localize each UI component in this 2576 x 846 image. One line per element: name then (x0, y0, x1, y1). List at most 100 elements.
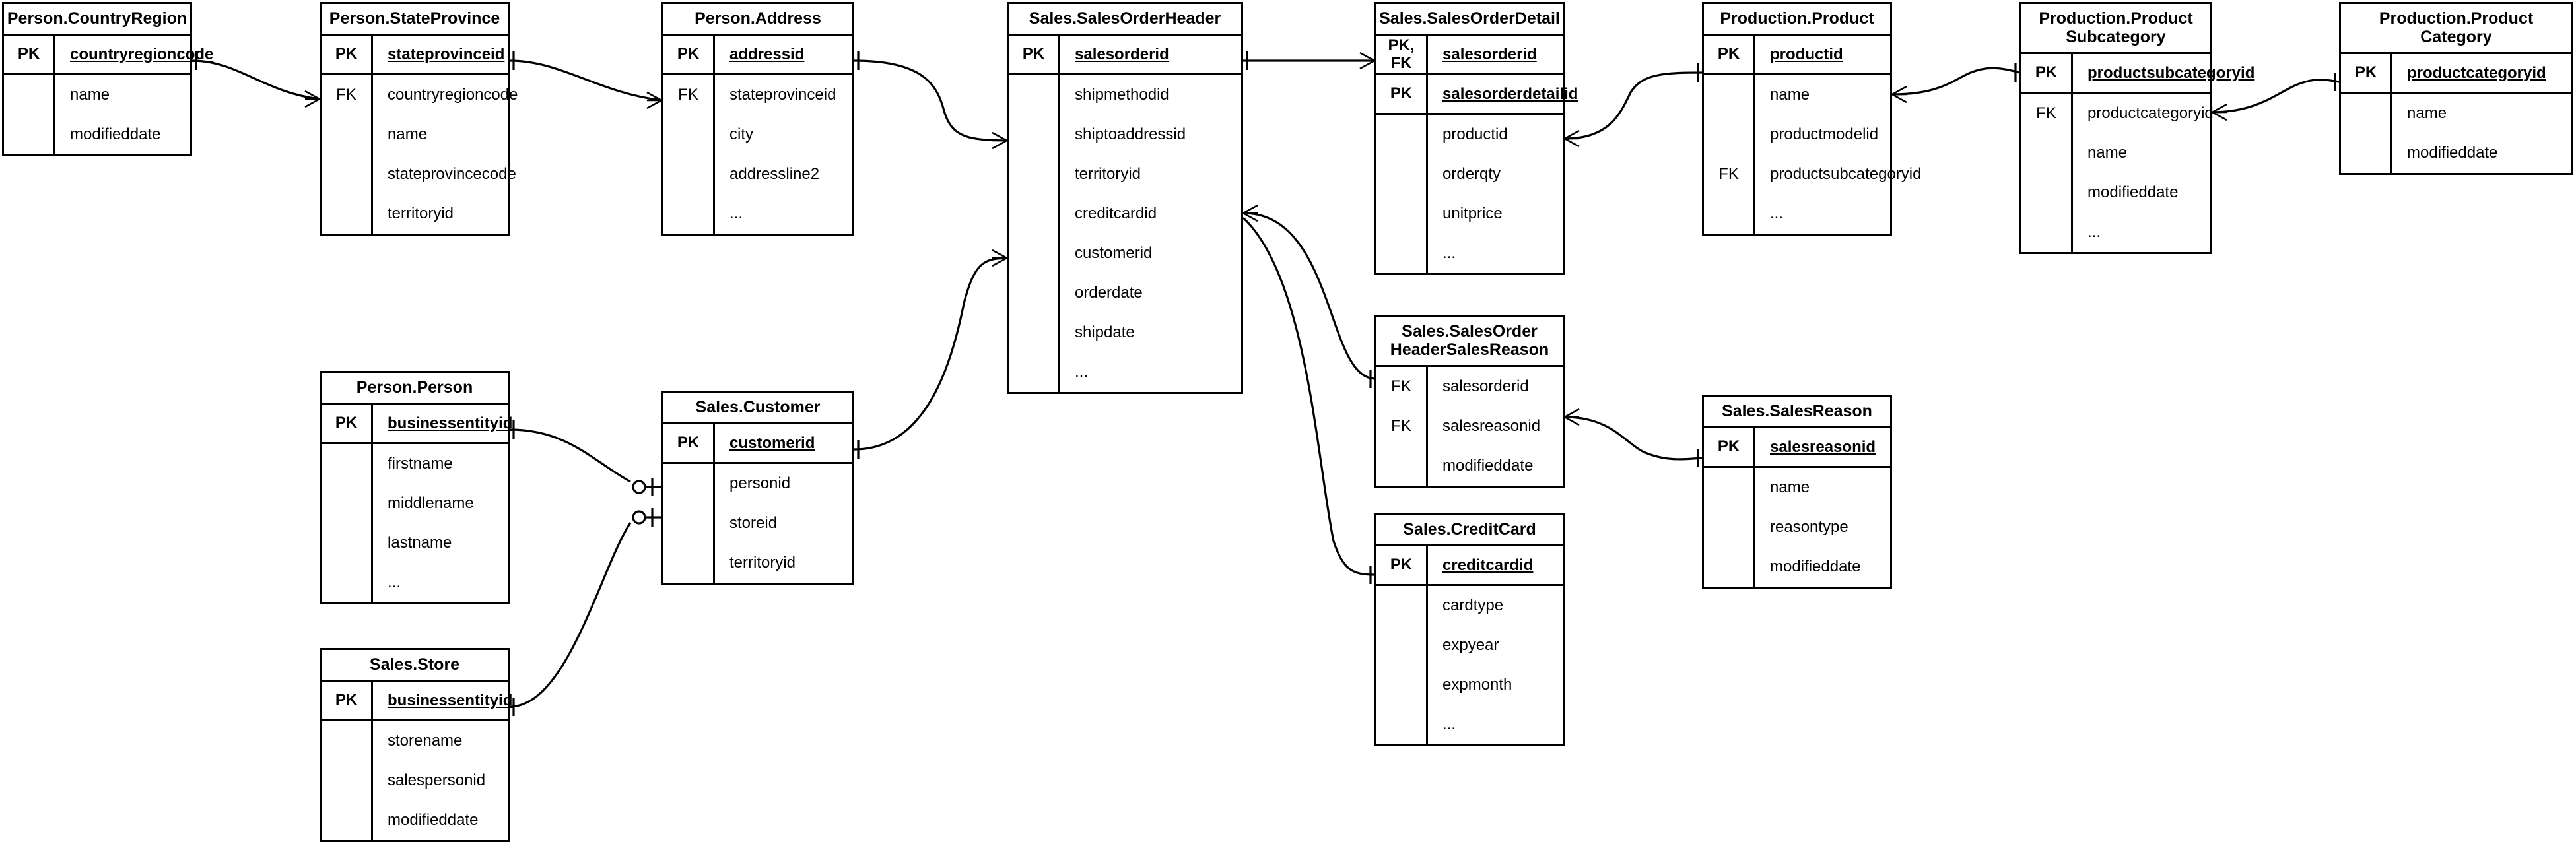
key-indicator-cell (663, 154, 715, 194)
rel-product-productsubcategory (1891, 63, 2020, 104)
entity-attribute-row: ... (2021, 212, 2210, 252)
key-indicator-cell (663, 464, 715, 504)
attribute-column-name: expyear (1442, 636, 1499, 654)
rel-sohsalesreason-salesreason (1564, 408, 1703, 467)
key-indicator-cell: PK (663, 36, 715, 73)
key-indicator-cell (2021, 173, 2073, 212)
entity-key-row: PK countryregioncode (4, 36, 213, 75)
attribute-column-name: city (729, 125, 753, 143)
attribute-column-name: productid (1442, 125, 1508, 143)
entity-attribute-row: modifieddate (322, 800, 508, 840)
key-indicator-cell: PK (1009, 36, 1060, 73)
key-indicator-cell: PK (4, 36, 55, 73)
key-indicator-cell (322, 721, 373, 761)
entity-attribute-row: expmonth (1376, 665, 1563, 705)
key-indicator-cell (1009, 352, 1060, 392)
entity-attribute-row: orderqty (1376, 154, 1563, 194)
entity-attribute-row: territoryid (663, 543, 852, 583)
key-indicator-cell (1376, 194, 1428, 234)
rel-customer-salesorderheader (854, 249, 1007, 459)
key-column-name: productcategoryid (2407, 63, 2546, 82)
key-indicator-cell: FK (1376, 407, 1428, 446)
attribute-column-name: ... (729, 205, 743, 222)
entity-attribute-row: unitprice (1376, 194, 1563, 234)
attribute-column-name: productsubcategoryid (1770, 165, 1922, 183)
attribute-column-name: productcategoryid (2087, 104, 2214, 122)
entity-title: Production.Product Subcategory (2021, 4, 2210, 54)
attribute-column-name: modifieddate (1442, 457, 1534, 474)
key-indicator-cell (322, 194, 373, 234)
attribute-column-name: orderqty (1442, 165, 1501, 183)
key-indicator-cell (1009, 313, 1060, 352)
entity-title: Sales.SalesOrderDetail (1376, 4, 1563, 36)
key-indicator-cell (1704, 547, 1755, 587)
rel-store-customer (509, 508, 661, 716)
attribute-column-name: shipmethodid (1075, 86, 1169, 104)
key-indicator-cell (4, 115, 55, 154)
key-column-name: salesreasonid (1770, 438, 1876, 456)
key-indicator-cell: PK (322, 36, 373, 73)
attribute-column-name: firstname (388, 455, 453, 472)
attribute-column-name: reasontype (1770, 518, 1848, 536)
key-indicator-cell: PK (663, 424, 715, 462)
entity-attribute-row: storename (322, 721, 508, 761)
key-column-name: creditcardid (1442, 556, 1534, 574)
attribute-column-name: creditcardid (1075, 205, 1157, 222)
attribute-column-name: salesorderid (1442, 377, 1529, 395)
attribute-column-name: countryregioncode (388, 86, 518, 104)
entity-attribute-row: expyear (1376, 626, 1563, 665)
key-indicator-cell: PK, FK (1376, 36, 1428, 73)
attribute-column-name: ... (388, 573, 401, 591)
entity-attribute-row: territoryid (1009, 154, 1241, 194)
attribute-column-name: modifieddate (1770, 558, 1861, 575)
key-column-name: countryregioncode (70, 45, 214, 63)
attribute-column-name: storeid (729, 514, 778, 532)
entity-attribute-row: shipdate (1009, 313, 1241, 352)
attribute-column-name: modifieddate (388, 811, 479, 829)
key-indicator-cell (322, 484, 373, 523)
key-indicator-cell: PK (2341, 54, 2392, 92)
entity-title: Sales.Customer (663, 393, 852, 424)
rel-address-salesorderheader (854, 51, 1007, 150)
entity-attribute-row: name (1704, 468, 1890, 507)
entity-attribute-row: ... (1376, 705, 1563, 744)
key-indicator-cell (1376, 586, 1428, 626)
key-indicator-cell (322, 115, 373, 154)
key-column-name: salesorderdetailid (1442, 84, 1578, 103)
entity-attribute-row: storeid (663, 504, 852, 543)
rel-salesorderheader-creditcard (1242, 216, 1375, 584)
key-column-name: salesorderid (1075, 45, 1169, 63)
attribute-column-name: modifieddate (70, 125, 161, 143)
entity-attribute-row: territoryid (322, 194, 508, 234)
key-indicator-cell (1009, 75, 1060, 115)
attribute-column-name: modifieddate (2087, 183, 2179, 201)
entity-attribute-row: city (663, 115, 852, 154)
attribute-column-name: salesreasonid (1442, 417, 1541, 435)
key-indicator-cell (322, 444, 373, 484)
key-indicator-cell (663, 194, 715, 234)
key-indicator-cell: PK (1704, 36, 1755, 73)
entity-title: Sales.SalesOrderHeader (1009, 4, 1241, 36)
